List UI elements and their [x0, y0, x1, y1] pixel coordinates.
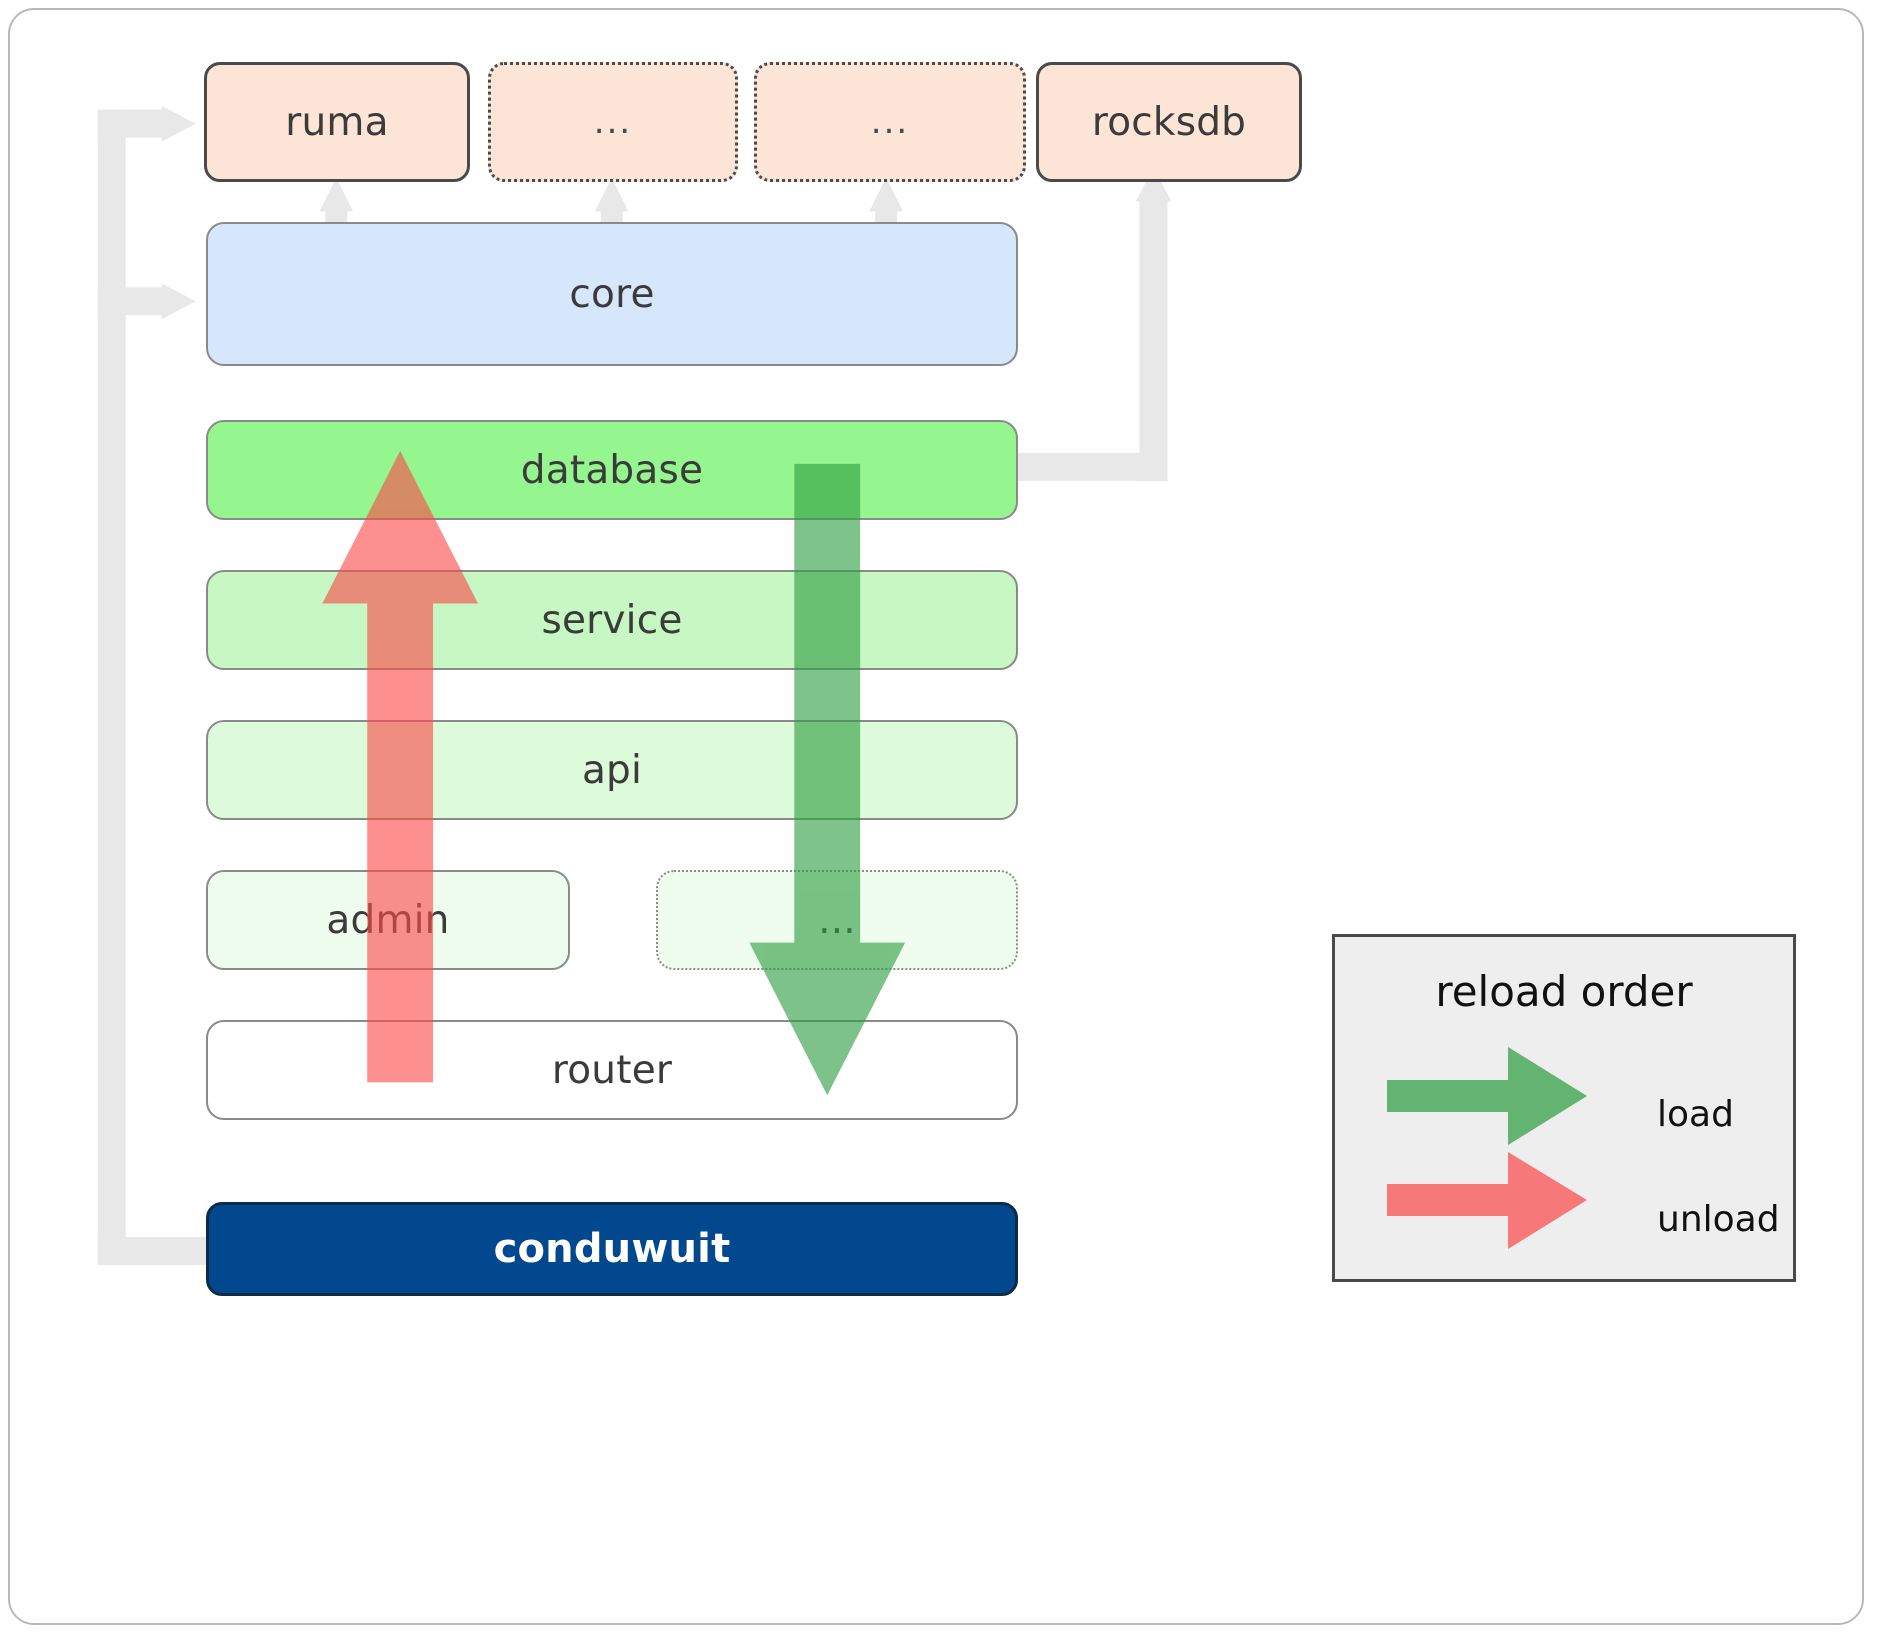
dependency-label: rocksdb: [1091, 99, 1247, 145]
layer-box-api[interactable]: api: [206, 720, 1018, 820]
layer-label: admin: [326, 897, 450, 943]
legend-title: reload order: [1435, 967, 1693, 1016]
dependency-label: ruma: [285, 99, 389, 145]
binary-box-conduwuit[interactable]: conduwuit: [206, 1202, 1018, 1296]
layer-label: api: [581, 747, 643, 793]
layer-box-admin[interactable]: admin: [206, 870, 570, 970]
layer-label: service: [541, 597, 683, 643]
legend-label-load: load: [1657, 1094, 1734, 1135]
dependency-box-ruma[interactable]: ruma: [204, 62, 470, 182]
layer-label: database: [520, 447, 704, 493]
layer-box-database[interactable]: database: [206, 420, 1018, 520]
diagram-card: ruma ... ... rocksdb core database servi…: [8, 8, 1864, 1625]
layer-label: router: [551, 1047, 673, 1093]
dependency-box-placeholder-2[interactable]: ...: [754, 62, 1026, 182]
legend-label-unload: unload: [1657, 1199, 1780, 1240]
legend-arrows: [1387, 1047, 1587, 1249]
layer-box-service[interactable]: service: [206, 570, 1018, 670]
legend-panel: reload order load unload: [1332, 934, 1796, 1282]
legend-load-arrow-icon: [1387, 1047, 1587, 1145]
binary-label: conduwuit: [493, 1226, 731, 1272]
dependency-box-rocksdb[interactable]: rocksdb: [1036, 62, 1302, 182]
ellipsis-icon: ...: [818, 897, 856, 943]
layer-box-core[interactable]: core: [206, 222, 1018, 366]
dependency-box-placeholder-1[interactable]: ...: [488, 62, 738, 182]
layer-box-router[interactable]: router: [206, 1020, 1018, 1120]
layer-box-placeholder[interactable]: ...: [656, 870, 1018, 970]
layer-label: core: [569, 271, 655, 317]
legend-unload-arrow-icon: [1387, 1152, 1587, 1249]
